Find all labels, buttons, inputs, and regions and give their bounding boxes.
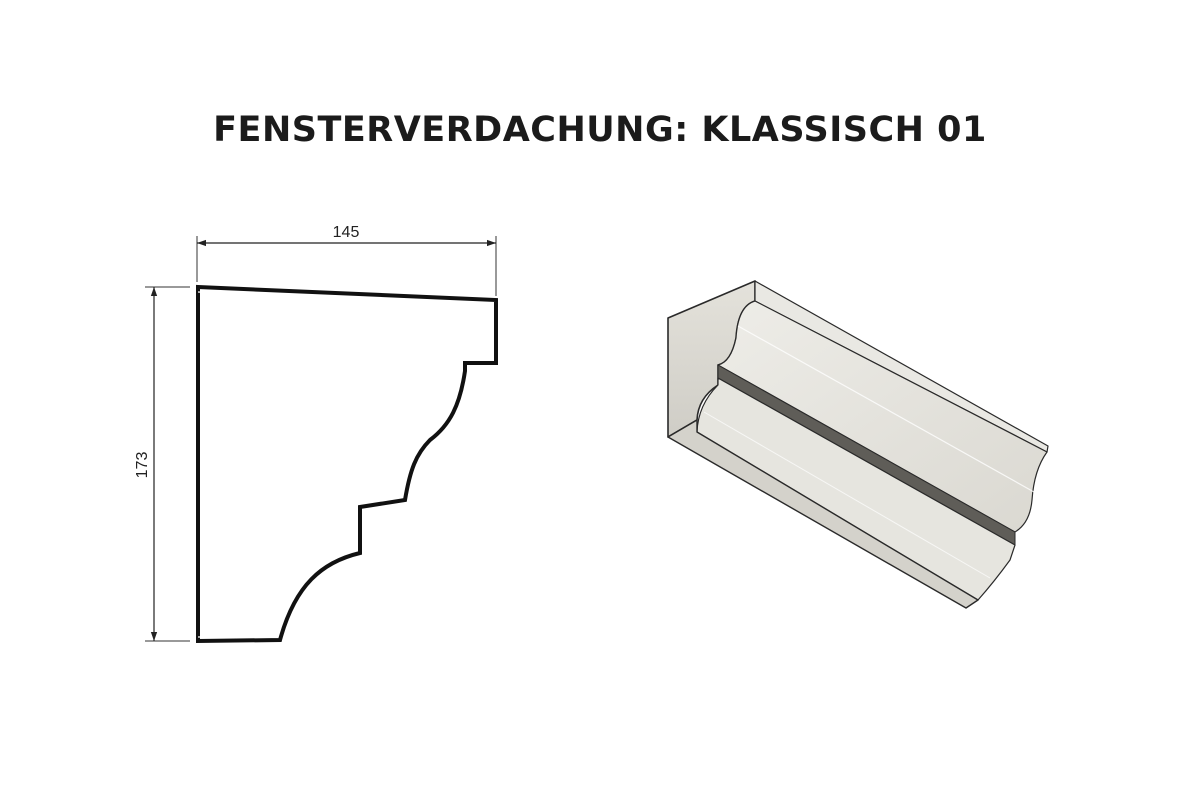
cross-section-profile bbox=[196, 284, 498, 644]
width-label: 145 bbox=[333, 224, 360, 241]
profile-bottom-face bbox=[667, 419, 979, 609]
height-label: 173 bbox=[134, 452, 151, 479]
height-dimension: 173 bbox=[134, 286, 190, 642]
profile-highlight-line-lower bbox=[703, 411, 991, 579]
width-dimension: 145 bbox=[196, 224, 497, 296]
profile-3d-render bbox=[667, 280, 1049, 609]
profile-highlight-line bbox=[737, 325, 1035, 493]
page-title: FENSTERVERDACHUNG: KLASSISCH 01 bbox=[213, 110, 987, 150]
cross-section-inner-line bbox=[197, 291, 491, 638]
cross-section-drawing: 145 173 bbox=[134, 224, 498, 644]
